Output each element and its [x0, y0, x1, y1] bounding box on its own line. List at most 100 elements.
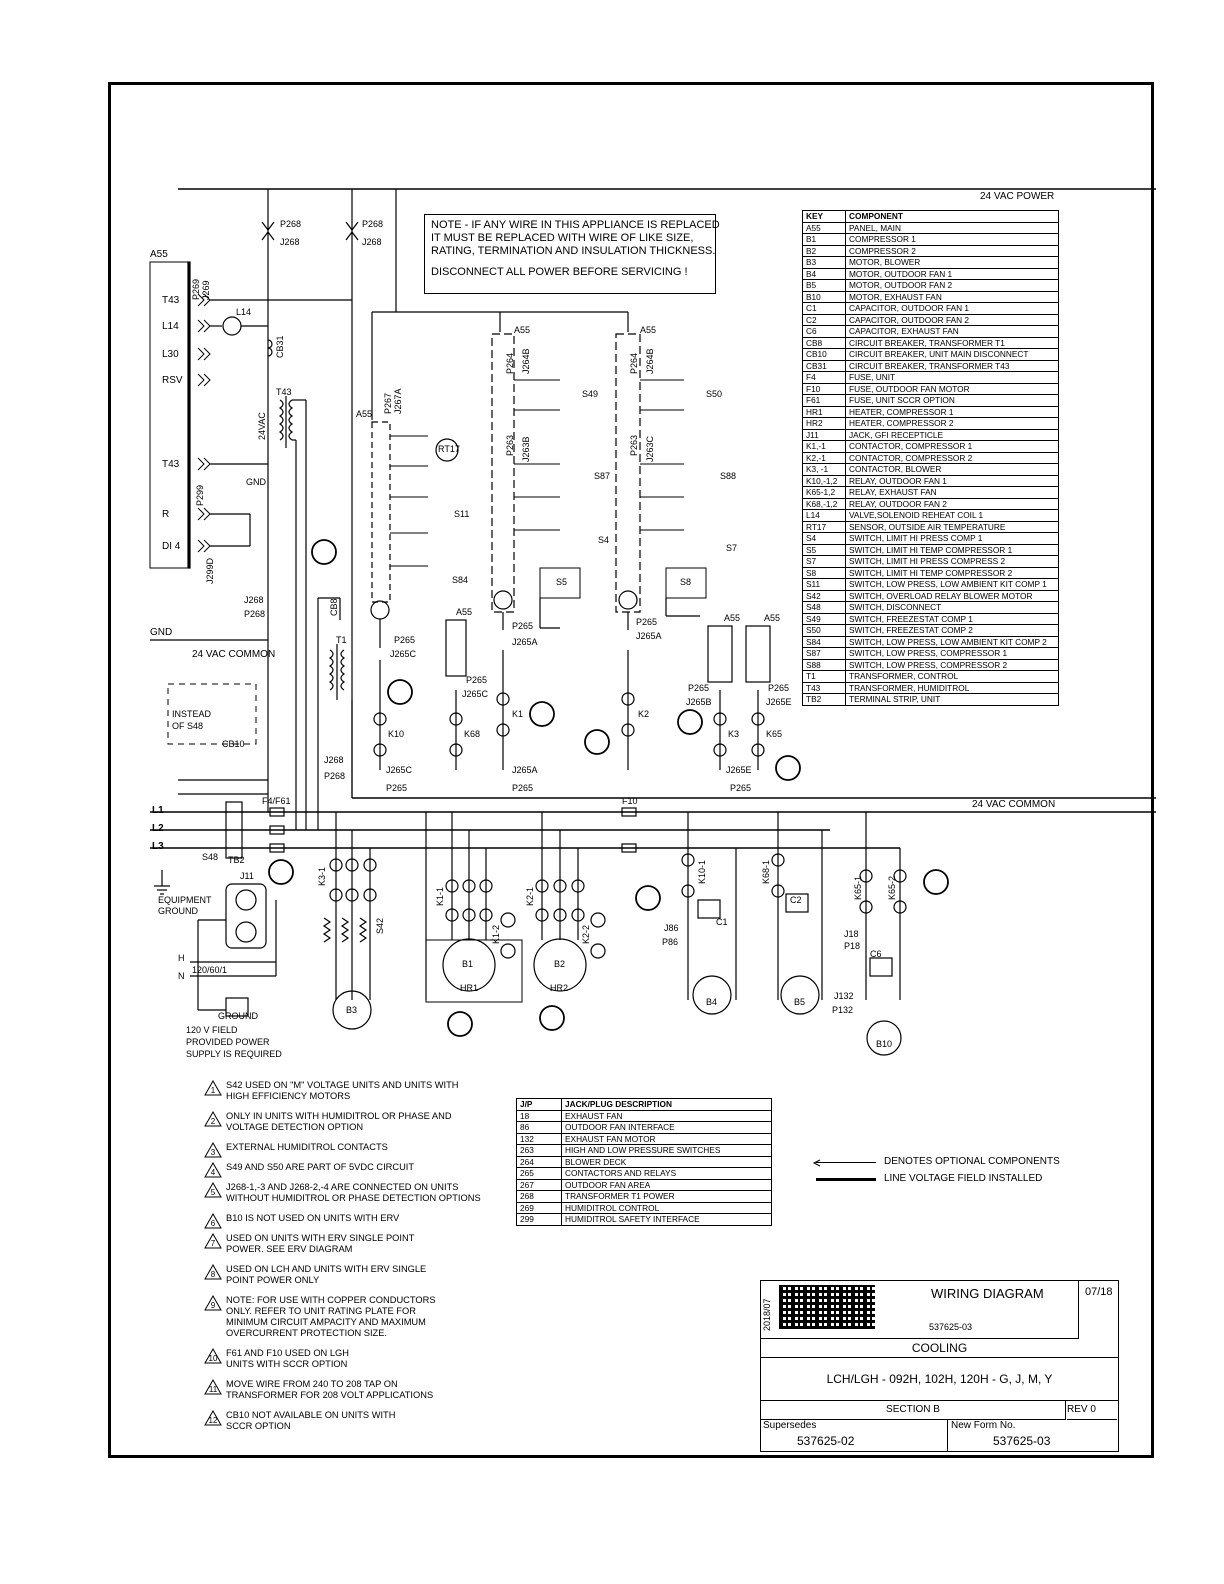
l3-label: L3 [152, 841, 164, 852]
key-component: FUSE, UNIT [845, 371, 1059, 384]
jp-code: 18 [516, 1109, 562, 1122]
k1-2-label: K1-2 [491, 924, 501, 944]
p264-label: P264 [505, 352, 515, 374]
a55-label: A55 [456, 607, 473, 617]
note-number: 11 [208, 1385, 218, 1394]
j11-label: J11 [240, 871, 254, 881]
note-number: 5 [210, 1188, 216, 1197]
j265a-label: J265A [512, 637, 538, 647]
note-text: OVERCURRENT PROTECTION SIZE. [226, 1328, 387, 1338]
key-code: K65-1,2 [802, 486, 846, 499]
s49-label: S49 [582, 389, 599, 399]
n-label: N [178, 971, 185, 981]
terminal-label: L30 [162, 349, 179, 360]
drawing-frame [108, 82, 1154, 1458]
key-component: PANEL, MAIN [845, 221, 1059, 234]
jp-description: OUTDOOR FAN AREA [561, 1178, 772, 1191]
jp-code: 263 [516, 1144, 562, 1157]
warning-triangle-icon: 11 [204, 1378, 222, 1395]
legend: DENOTES OPTIONAL COMPONENTS LINE VOLTAGE… [816, 1156, 1060, 1190]
note-number: 6 [210, 1219, 216, 1228]
k2-2-label: K2-2 [581, 924, 591, 944]
note-text: WITHOUT HUMIDITROL OR PHASE DETECTION OP… [226, 1193, 481, 1203]
key-code: C6 [802, 325, 846, 338]
key-component: SWITCH, LIMIT HI TEMP COMPRESSOR 2 [845, 566, 1059, 579]
note-text: S49 AND S50 ARE PART OF 5VDC CIRCUIT [226, 1162, 415, 1172]
jp-description: EXHAUST FAN MOTOR [561, 1132, 772, 1145]
j86-label: J86 [664, 923, 679, 933]
p268-label: P268 [244, 609, 266, 619]
p268-label: P268 [362, 219, 384, 229]
c1-label: C1 [716, 917, 728, 927]
key-component: SWITCH, FREEZESTAT COMP 1 [845, 612, 1059, 625]
hr1-label: HR1 [460, 983, 479, 993]
key-component: MOTOR, EXHAUST FAN [845, 290, 1059, 303]
field-note: SUPPLY IS REQUIRED [186, 1049, 282, 1059]
note-text: CB10 NOT AVAILABLE ON UNITS WITH [226, 1410, 396, 1420]
jp-header: J/P [516, 1098, 562, 1111]
l14-label: L14 [236, 307, 252, 317]
b10-label: B10 [876, 1039, 893, 1049]
key-component: VALVE,SOLENOID REHEAT COIL 1 [845, 509, 1059, 522]
a55-label: A55 [764, 613, 781, 623]
terminal-label: DI 4 [162, 541, 181, 552]
key-component: SWITCH, OVERLOAD RELAY BLOWER MOTOR [845, 589, 1059, 602]
p265-label: P265 [636, 617, 658, 627]
key-code: S42 [802, 589, 846, 602]
warning-triangle-icon: 5 [204, 1181, 222, 1198]
key-component: RELAY, OUTDOOR FAN 1 [845, 474, 1059, 487]
k65-1-label: K65-1 [853, 875, 863, 900]
warning-triangle-icon: 6 [204, 1212, 222, 1229]
key-code: F61 [802, 394, 846, 407]
note-text: HIGH EFFICIENCY MOTORS [226, 1091, 351, 1101]
k1-label: K1 [512, 709, 524, 719]
jp-description: EXHAUST FAN [561, 1109, 772, 1122]
key-component: TRANSFORMER, HUMIDITROL [845, 681, 1059, 694]
j18-label: J18 [844, 929, 859, 939]
tb2-label: TB2 [228, 855, 245, 865]
f10-label: F10 [622, 796, 638, 806]
j264b-label: J264B [521, 348, 531, 374]
key-code: T43 [802, 681, 846, 694]
key-component: RELAY, OUTDOOR FAN 2 [845, 497, 1059, 510]
j269-label: J269 [201, 280, 211, 300]
c6-label: C6 [870, 949, 882, 959]
supersedes-label: Supersedes [763, 1420, 817, 1431]
p263-label: P263 [505, 434, 515, 456]
k65-2-label: K65-2 [887, 875, 897, 900]
p265-label: P265 [394, 635, 416, 645]
note-text: POWER. SEE ERV DIAGRAM [226, 1244, 353, 1254]
component-header: COMPONENT [845, 210, 1059, 223]
key-code: B10 [802, 290, 846, 303]
key-code: K3, -1 [802, 463, 846, 476]
note-number: 10 [208, 1354, 218, 1363]
k3-1-label: K3-1 [317, 866, 327, 886]
key-code: S5 [802, 543, 846, 556]
s48-label: S48 [202, 852, 219, 862]
j263b-label: J263B [521, 436, 531, 462]
note-number: 2 [210, 1117, 216, 1126]
terminal-label: L14 [162, 321, 179, 332]
j132-label: J132 [834, 991, 854, 1001]
key-component: HEATER, COMPRESSOR 2 [845, 417, 1059, 430]
ground-label: GROUND [218, 1011, 258, 1021]
p268-label: P268 [324, 771, 346, 781]
warning-triangle-icon: 2 [204, 1110, 222, 1127]
